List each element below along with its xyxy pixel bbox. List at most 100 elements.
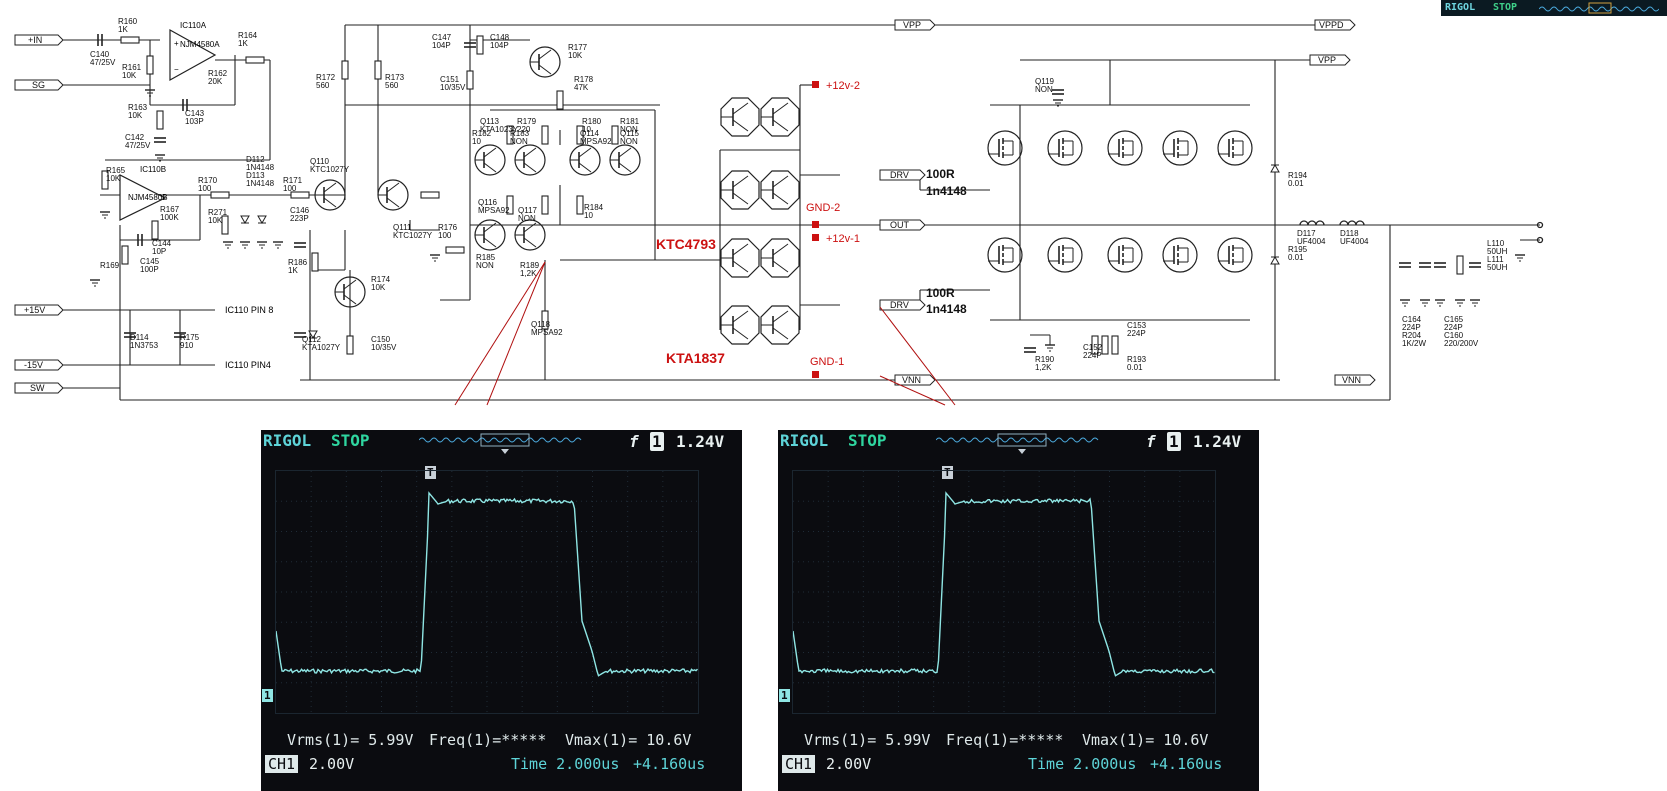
component-value: 0.01: [1127, 363, 1143, 372]
component-value: KTA1027Y: [302, 343, 341, 352]
component-ref: Q111: [393, 223, 412, 232]
oscilloscope-capture-1: RIGOL STOP f 1 1.24V T 1 Vrms(1)= 5.99V …: [261, 430, 742, 791]
scope2-trigger-level: 1.24V: [1193, 432, 1242, 451]
component-value: 10K: [122, 71, 137, 80]
component-value: 1N3753: [130, 341, 159, 350]
net-label-boxes: +IN SG +15V -15V SW VPP VPPD VPP VNN VNN…: [14, 19, 1376, 394]
net-out-text: OUT: [890, 220, 910, 230]
red-annotations: +12v-2 GND-2 +12v-1 GND-1 KTC4793 KTA183…: [656, 80, 860, 378]
net-vpp-right-text: VPP: [1318, 55, 1336, 65]
component-ref: R271: [208, 208, 228, 217]
ic110-pin8-label: IC110 PIN 8: [225, 305, 273, 315]
component-ref: R167: [160, 205, 180, 214]
component-ref: R181: [620, 117, 640, 126]
component-ref: C165: [1444, 315, 1464, 324]
output-inductors: [1299, 220, 1544, 244]
component-value: 224P: [1402, 323, 1421, 332]
component-ref: C160: [1444, 331, 1464, 340]
component-value: KTA1023Y: [480, 125, 519, 134]
component-value: 560: [385, 81, 399, 90]
label-ktc4793: KTC4793: [656, 236, 716, 252]
component-value: MPSA92: [478, 206, 510, 215]
component-value: NON: [620, 137, 638, 146]
scope1-freq: Freq(1)=*****: [429, 731, 547, 749]
component-ref: R189: [520, 261, 540, 270]
component-value: 1,2K: [520, 269, 537, 278]
component-value: 20K: [208, 77, 223, 86]
gate-annotations: 100R 1n4148 100R 1n4148: [926, 167, 967, 316]
net-vpp-right: VPP: [1309, 54, 1351, 66]
component-ref: C147: [432, 33, 452, 42]
component-value: 100: [198, 184, 212, 193]
component-value: 47/25V: [125, 141, 151, 150]
component-value: 10K: [128, 111, 143, 120]
power-bjt-array: [720, 97, 800, 345]
component-ref: Q119: [1035, 77, 1055, 86]
component-value: 224P: [1444, 323, 1463, 332]
component-value: 1,2K: [1035, 363, 1052, 372]
component-value: 47K: [574, 83, 589, 92]
component-ref: C142: [125, 133, 145, 142]
component-value: 50UH: [1487, 263, 1508, 272]
scope2-screen: [792, 470, 1216, 714]
component-value: NON: [1035, 85, 1053, 94]
oscilloscope-capture-2: RIGOL STOP f 1 1.24V T 1 Vrms(1)= 5.99V …: [778, 430, 1259, 791]
net-vnn-right: VNN: [1334, 374, 1376, 386]
label-gnd-1: GND-1: [810, 356, 844, 368]
component-ref: Q110: [310, 157, 330, 166]
component-ref: R194: [1288, 171, 1308, 180]
scope1-trigger-marker: T: [425, 466, 436, 479]
net-vppd-text: VPPD: [1319, 20, 1344, 30]
scope2-ch-label: CH1: [782, 755, 816, 773]
component-value: 10K: [208, 216, 223, 225]
scope2-trigger-marker: T: [942, 466, 953, 479]
waveform-trace: [792, 491, 1215, 677]
component-ref: D112: [246, 155, 265, 164]
component-ref: C164: [1402, 315, 1422, 324]
scope1-vmax: Vmax(1)= 10.6V: [565, 731, 692, 749]
net-plus-in-text: +IN: [28, 35, 42, 45]
component-ref: C148: [490, 33, 510, 42]
component-value: NON: [476, 261, 494, 270]
scope1-offset: +4.160us: [633, 755, 706, 773]
scope2-freq: Freq(1)=*****: [946, 731, 1064, 749]
component-value: 100: [283, 184, 297, 193]
component-ref: D114: [130, 333, 149, 342]
component-ref: L110: [1487, 239, 1505, 248]
component-ref: Q118: [531, 320, 551, 329]
component-ref: R162: [208, 69, 228, 78]
component-ref: R174: [371, 275, 391, 284]
component-value: MPSA92: [531, 328, 563, 337]
component-value: 1K: [238, 39, 248, 48]
scope2-vmax: Vmax(1)= 10.6V: [1082, 731, 1209, 749]
label-kta1837: KTA1837: [666, 350, 725, 366]
component-value: 104P: [490, 41, 509, 50]
component-value: 100: [438, 231, 452, 240]
component-ref: L111: [1487, 255, 1504, 264]
ic110a-ref: IC110A: [180, 21, 207, 30]
scope1-trigger-channel: 1: [650, 432, 664, 451]
net-drv-bottom: DRV: [879, 299, 926, 311]
component-ref: D113: [246, 171, 265, 180]
output-mosfet-array: [987, 130, 1253, 273]
component-value: 0.01: [1288, 253, 1304, 262]
component-value: NON: [510, 137, 528, 146]
net-vpp-main-text: VPP: [903, 20, 921, 30]
component-value: 47/25V: [90, 58, 116, 67]
component-ref: R176: [438, 223, 458, 232]
net-vpp-main: VPP: [894, 19, 936, 31]
component-ref: R193: [1127, 355, 1147, 364]
net-sg: SG: [14, 79, 64, 91]
component-ref: R177: [568, 43, 588, 52]
scope1-ch-marker: 1: [262, 689, 273, 702]
net-drv-top-text: DRV: [890, 170, 909, 180]
scope2-offset: +4.160us: [1150, 755, 1223, 773]
component-value: 104P: [432, 41, 451, 50]
component-ref: R164: [238, 31, 258, 40]
component-ref: R160: [118, 17, 138, 26]
scope1-plot: [275, 471, 698, 713]
scope1-screen: [275, 470, 699, 714]
opamp-ic110a: +− IC110A NJM4580A: [169, 21, 220, 82]
scope2-state: STOP: [848, 431, 887, 450]
net-vppd: VPPD: [1314, 19, 1356, 31]
